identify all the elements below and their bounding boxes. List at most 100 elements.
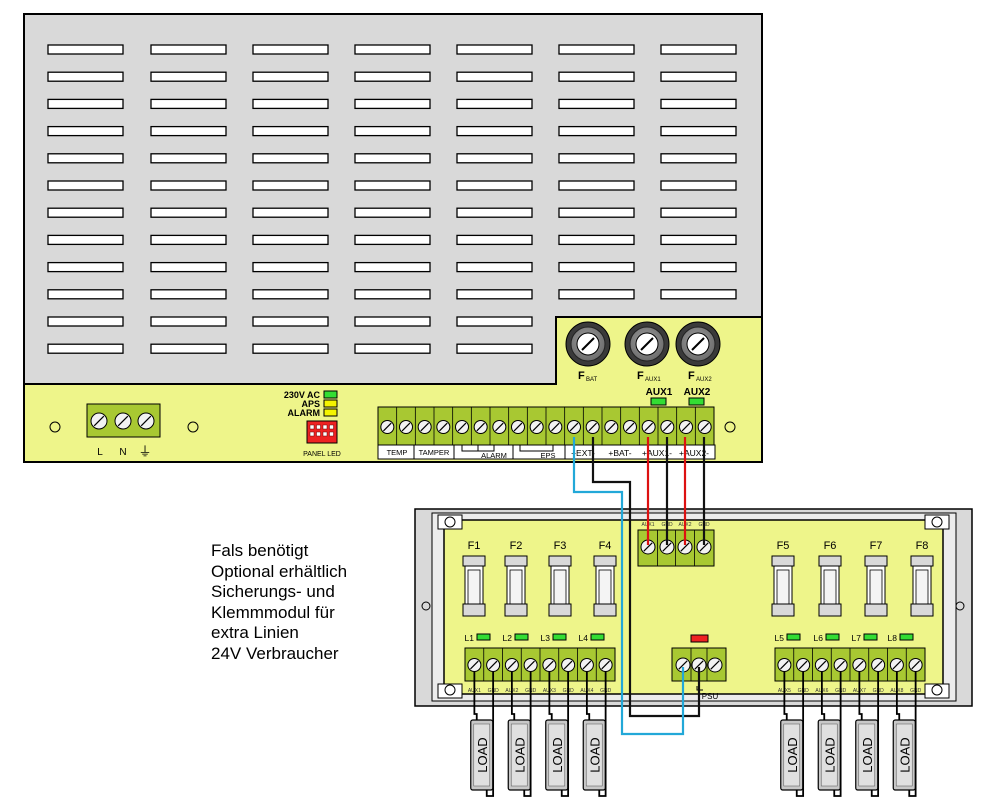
status-leds: 230V AC APS ALARM [284, 390, 338, 418]
vent-slot [660, 180, 737, 191]
vent-slot [660, 98, 737, 110]
module-fuse-label: F7 [870, 540, 883, 552]
main-terminal-screw [585, 420, 600, 434]
module-fuse-f4: F4 [593, 540, 617, 617]
module-fuse-f5: F5 [771, 540, 795, 617]
main-terminal-screw [455, 420, 469, 434]
module-output-screw [908, 658, 923, 672]
group-aux2: +AUX2- [679, 448, 709, 458]
vent-slot [558, 44, 635, 55]
mains-terminal-block: L N ⏚ [86, 403, 161, 459]
wire-black-ext [591, 437, 701, 718]
vent-slot [558, 207, 635, 218]
status-alarm-led [323, 408, 338, 417]
vent-slot [252, 44, 329, 55]
vent-slot [660, 234, 737, 246]
vent-slot [660, 71, 737, 82]
group-eps: EPS [540, 451, 555, 460]
module-output-screw [504, 658, 519, 672]
vent-slot [252, 343, 329, 354]
module-output-screw [814, 658, 829, 672]
vent-slot [150, 207, 227, 218]
vent-slot [456, 316, 533, 327]
vent-slot [660, 153, 737, 164]
panel-led-pin [322, 431, 328, 437]
vent-slot [47, 289, 124, 300]
vent-slot [354, 261, 431, 273]
vent-slot [47, 153, 124, 164]
vent-slot [47, 234, 124, 246]
vent-slot [252, 316, 329, 327]
module-output-screw [467, 658, 482, 672]
vent-slot [558, 153, 635, 164]
aux1-led [650, 397, 667, 406]
load-resistor: LOAD [545, 672, 570, 797]
mains-label-n: N [119, 447, 126, 458]
group-temp: TEMP [387, 448, 408, 457]
aux-leds: AUX1 AUX2 [646, 387, 711, 406]
module-led-label: L1 [465, 633, 475, 643]
module-fuse-f3: F3 [548, 540, 572, 617]
module-output-screw [833, 658, 848, 672]
main-terminal-screw [548, 420, 563, 434]
panel-led-label: PANEL LED [303, 451, 341, 458]
vent-slot [47, 98, 124, 110]
vent-slot [354, 125, 431, 137]
module-output-screw [486, 658, 501, 672]
main-terminal-screw [641, 420, 656, 434]
wire-blue-ext [572, 437, 685, 736]
load-resistor: LOAD [780, 672, 805, 797]
load-label: LOAD [897, 737, 912, 772]
vent-slot [47, 125, 124, 137]
vent-slot [456, 234, 533, 246]
vent-slot [354, 289, 431, 300]
module-psu-led [690, 634, 709, 643]
main-terminal-screw [623, 420, 637, 434]
vent-slot [252, 207, 329, 218]
module-led-l7: L7 [852, 633, 878, 643]
module-fuse-label: F2 [510, 540, 523, 552]
vent-slot [150, 316, 227, 327]
module-fuses: F1 F2 F3 F4 F5 F6 F7 F8 [462, 540, 934, 617]
panel-led-pin [322, 424, 328, 430]
module-fuse-label: F4 [599, 540, 612, 552]
load-label: LOAD [475, 737, 490, 772]
module-psu-label: PSU [702, 692, 719, 701]
load-label: LOAD [550, 737, 565, 772]
load-resistor: LOAD [855, 672, 880, 797]
vent-slot [660, 261, 737, 273]
module-fuse-f8: F8 [910, 540, 934, 617]
vent-slot [150, 343, 227, 354]
terminal-group-labels: TEMP TAMPER ALARM EPS +EXT- +BAT- +AUX1-… [377, 444, 716, 460]
vent-slot [252, 289, 329, 300]
group-alarm: ALARM [481, 451, 507, 460]
vent-slot [47, 180, 124, 191]
load-resistor: LOAD [507, 672, 532, 797]
psu-fuse-sub-label: AUX2 [696, 377, 712, 383]
module-fuse-f1: F1 [462, 540, 486, 617]
group-bat: +BAT- [608, 448, 631, 458]
main-terminal-screw [529, 420, 544, 434]
status-alarm-label: ALARM [288, 408, 321, 418]
panel-led-connector: PANEL LED [303, 420, 341, 458]
vent-slot [354, 44, 431, 55]
vent-slot [354, 207, 431, 218]
load-resistor: LOAD [582, 672, 607, 797]
module-led-label: L6 [814, 633, 824, 643]
main-terminal-screw [436, 420, 451, 434]
main-terminal-screw [679, 420, 693, 434]
vent-slot [456, 44, 533, 55]
module-led-label: L5 [775, 633, 785, 643]
vent-slot [660, 44, 737, 55]
module-fuse-f6: F6 [818, 540, 842, 617]
mains-terminal-screw [114, 412, 132, 430]
module-led-label: L8 [888, 633, 898, 643]
vent-slot [150, 289, 227, 300]
vent-slot [354, 153, 431, 164]
module-fuse-label: F6 [824, 540, 837, 552]
vent-slot [252, 125, 329, 137]
vent-slot [252, 234, 329, 246]
vent-slot [456, 71, 533, 82]
